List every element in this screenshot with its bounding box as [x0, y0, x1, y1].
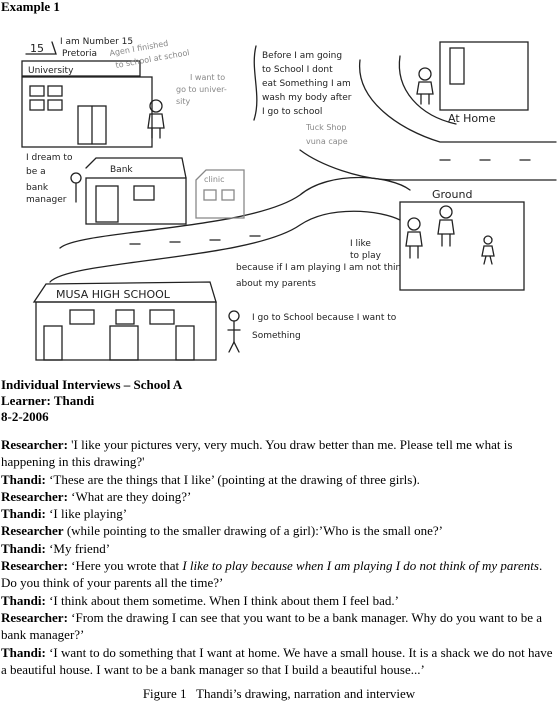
- transcript-line: Thandi: ‘These are the things that I lik…: [1, 471, 420, 487]
- svg-text:sity: sity: [176, 97, 191, 106]
- school-reason-note: I go to School because I want to Somethi…: [227, 310, 397, 353]
- learner-label: Learner: Thandi: [1, 393, 95, 408]
- transcript-line: Thandi: ‘I like playing’: [1, 506, 128, 522]
- vuna-cape-label: vuna cape: [306, 137, 348, 146]
- child-drawing: 15 I am Number 15 Pretoria University Ag…: [0, 20, 558, 376]
- svg-text:to School I dont: to School I dont: [262, 65, 333, 75]
- faint-note: Agen I finished to school at school I wa…: [109, 39, 227, 106]
- tuck-shop-label: Tuck Shop: [305, 123, 346, 132]
- svg-text:because if I am playing I am n: because if I am playing I am not thin: [236, 263, 401, 273]
- svg-text:Something: Something: [252, 331, 301, 341]
- address-number: 15: [30, 42, 44, 55]
- svg-text:eat Something I am: eat Something I am: [262, 79, 351, 89]
- bank-building: Bank: [85, 157, 187, 225]
- example-label: Example 1: [1, 0, 60, 14]
- girl-figure: [147, 99, 165, 139]
- svg-text:bank: bank: [26, 183, 49, 193]
- address-line2: Pretoria: [62, 49, 97, 59]
- svg-text:to play: to play: [350, 251, 382, 261]
- address-line1: I am Number 15: [60, 37, 133, 47]
- ground-label: Ground: [432, 188, 472, 201]
- interview-date: 8-2-2006: [1, 409, 49, 424]
- transcript-line: Thandi: ‘I want to do something that I w…: [1, 644, 553, 677]
- dream-note: I dream to be a bank manager: [26, 153, 82, 205]
- transcript-line: Thandi: ‘My friend’: [1, 540, 111, 556]
- interview-transcript: Researcher: 'I like your pictures very, …: [1, 436, 557, 678]
- play-note: I like to play because if I am playing I…: [236, 239, 401, 289]
- transcript-line: Researcher (while pointing to the smalle…: [1, 523, 443, 539]
- figure-caption: Figure 1 Thandi’s drawing, narration and…: [142, 686, 416, 701]
- school-sign: MUSA HIGH SCHOOL: [56, 288, 171, 301]
- svg-text:Before I am going: Before I am going: [262, 51, 342, 61]
- routine-note: Before I am going to School I dont eat S…: [253, 45, 352, 146]
- transcript-line: Researcher: 'I like your pictures very, …: [1, 437, 513, 470]
- svg-text:I like: I like: [350, 239, 371, 249]
- school-building: MUSA HIGH SCHOOL: [32, 281, 217, 361]
- transcript-line: Researcher: ‘Here you wrote that I like …: [1, 558, 543, 591]
- clinic-sign: clinic: [204, 175, 225, 184]
- transcript-line: Researcher: ‘From the drawing I can see …: [1, 609, 543, 643]
- svg-text:I go to School because I want: I go to School because I want to: [252, 313, 397, 323]
- home-building: At Home: [416, 41, 529, 125]
- playground: Ground: [399, 188, 525, 291]
- transcript-line: Researcher: ‘What are they doing?’: [1, 488, 192, 504]
- roads: [49, 55, 557, 283]
- clinic-building: clinic: [195, 169, 245, 219]
- svg-text:wash my body after: wash my body after: [262, 93, 352, 103]
- university-sign: University: [28, 66, 74, 76]
- svg-text:I go to school: I go to school: [262, 107, 322, 117]
- svg-text:I want to: I want to: [190, 73, 225, 82]
- svg-text:be a: be a: [26, 167, 46, 177]
- interview-title: Individual Interviews – School A: [1, 377, 183, 392]
- address-label: 15 I am Number 15 Pretoria: [25, 37, 133, 59]
- home-sign: At Home: [448, 112, 496, 125]
- university-building: University: [21, 60, 153, 148]
- bank-sign: Bank: [110, 165, 133, 175]
- svg-text:I dream to: I dream to: [26, 153, 73, 163]
- svg-text:manager: manager: [26, 195, 67, 205]
- svg-text:about my parents: about my parents: [236, 279, 316, 289]
- svg-text:go to univer-: go to univer-: [176, 85, 227, 94]
- transcript-line: Thandi: ‘I think about them sometime. Wh…: [1, 592, 400, 608]
